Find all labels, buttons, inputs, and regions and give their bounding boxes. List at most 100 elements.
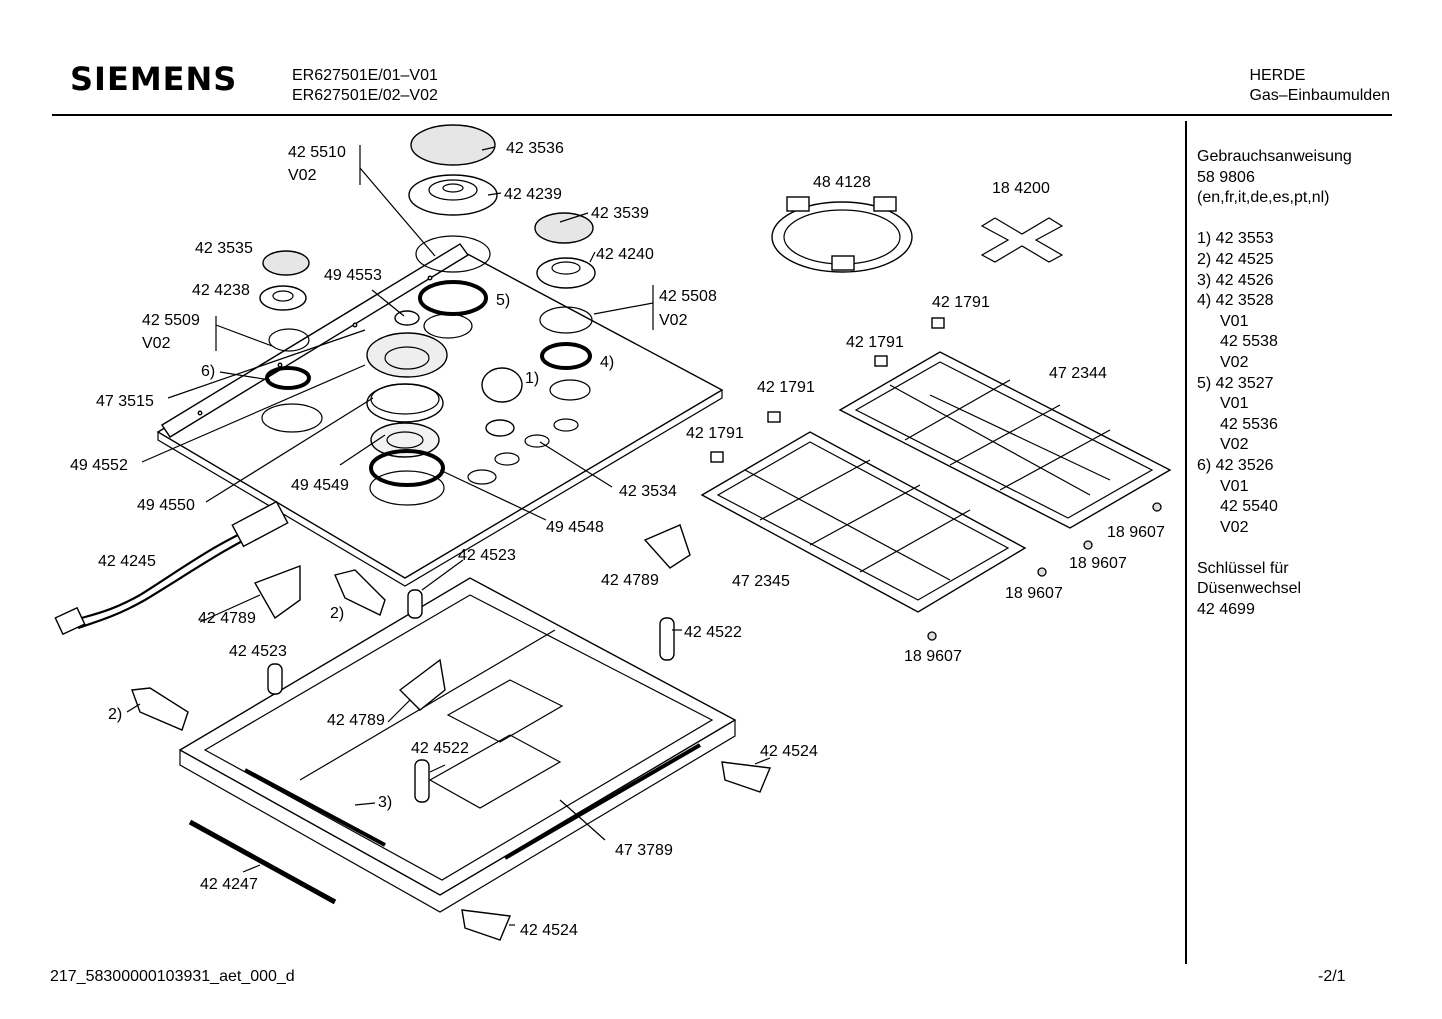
label-v02-b: V02 [659,312,688,329]
model-line-2: ER627501E/02–V02 [292,87,438,104]
footnote-5: 5) 42 3527 [1197,374,1274,392]
label-c6: 6) [201,363,215,380]
label-425510: 42 5510 [288,144,346,161]
category-line-1: HERDE [1249,67,1306,84]
label-494553: 49 4553 [324,267,382,284]
label-424524-b: 42 4524 [520,922,578,939]
sealing-strip [188,819,337,905]
document-id: 217_58300000103931_aet_000_d [50,968,295,985]
medium-burner-right [481,212,596,437]
footnote-6: 6) 42 3526 [1197,456,1274,474]
key-subtitle: Düsenwechsel [1197,580,1302,598]
label-494552: 49 4552 [70,457,128,474]
footnote-3: 3) 42 4526 [1197,271,1274,289]
sidebar-divider [1185,121,1187,964]
label-424789-c: 42 4789 [327,712,385,729]
label-423534: 42 3534 [619,483,677,500]
label-424524-a: 42 4524 [760,743,818,760]
label-421791-a: 42 1791 [932,294,990,311]
footnote-4-v02: V02 [1220,353,1249,371]
manual-info: Gebrauchsanweisung 58 9806 (en,fr,it,de,… [1197,147,1352,209]
label-c4: 4) [600,354,614,371]
label-425508: 42 5508 [659,288,717,305]
footnote-list: 1) 42 3553 2) 42 4525 3) 42 4526 4) 42 3… [1197,229,1352,538]
leader-lines [126,145,771,926]
label-v02-a: V02 [288,167,317,184]
label-472345: 47 2345 [732,573,790,590]
footnote-4: 4) 42 3528 [1197,292,1274,310]
footnote-4-v01: V01 [1220,312,1249,330]
label-424240: 42 4240 [596,246,654,263]
model-numbers: ER627501E/01–V01 ER627501E/02–V02 [292,66,438,106]
label-494549: 49 4549 [291,477,349,494]
footnote-2: 2) 42 4525 [1197,250,1274,268]
label-473515: 47 3515 [96,393,154,410]
brand-logo: SIEMENS [70,60,238,98]
manual-title: Gebrauchsanweisung [1197,148,1352,165]
label-c2-b: 2) [108,706,122,723]
footnote-6-v01: V01 [1220,477,1249,495]
label-424238: 42 4238 [192,282,250,299]
category-line-2: Gas–Einbaumulden [1249,87,1390,104]
label-189607-a: 18 9607 [1107,524,1165,541]
label-425509: 42 5509 [142,312,200,329]
key-info: Schlüssel für Düsenwechsel 42 4699 [1197,559,1352,621]
key-title: Schlüssel für [1197,559,1289,577]
label-424239: 42 4239 [504,186,562,203]
page-number: -2/1 [1318,968,1346,985]
wok-burner-stack [366,124,498,506]
wok-ring [771,196,913,273]
part-labels: 42 5510 V02 42 3536 42 4239 42 3539 42 3… [70,140,1165,939]
label-494548: 49 4548 [546,519,604,536]
label-424789-b: 42 4789 [198,610,256,627]
label-423536: 42 3536 [506,140,564,157]
footnote-5-v01: V01 [1220,395,1249,413]
label-424523-b: 42 4523 [229,643,287,660]
label-c2-a: 2) [330,605,344,622]
category: HERDE Gas–Einbaumulden [1249,66,1390,106]
label-473789: 47 3789 [615,842,673,859]
manual-languages: (en,fr,it,de,es,pt,nl) [1197,189,1330,207]
label-421791-d: 42 1791 [686,425,744,442]
manual-number: 58 9806 [1197,168,1255,186]
pan-grate-right [838,351,1172,529]
label-184200: 18 4200 [992,180,1050,197]
header-rule [52,114,1392,116]
base-tray [178,577,737,913]
adjustable-feet [267,589,675,803]
label-424789-a: 42 4789 [601,572,659,589]
label-v02-c: V02 [142,335,171,352]
parts-notes-sidebar: Gebrauchsanweisung 58 9806 (en,fr,it,de,… [1197,147,1352,621]
clamp-brackets [131,524,772,941]
label-189607-b: 18 9607 [1069,555,1127,572]
power-cable [54,500,289,636]
pan-grate-left [700,431,1027,613]
pan-support-pad [980,217,1064,263]
footnote-5-v02: V02 [1220,436,1249,454]
label-423535: 42 3535 [195,240,253,257]
label-c5: 5) [496,292,510,309]
label-472344: 47 2344 [1049,365,1107,382]
grate-rubber-feet [710,317,1162,641]
label-c1: 1) [525,370,539,387]
label-c3: 3) [378,794,392,811]
label-189607-c: 18 9607 [1005,585,1063,602]
key-number: 42 4699 [1197,601,1255,619]
label-424522-b: 42 4522 [411,740,469,757]
label-421791-c: 42 1791 [757,379,815,396]
label-423539: 42 3539 [591,205,649,222]
small-burner-left [259,250,311,390]
label-424247: 42 4247 [200,876,258,893]
cooktop-plate [156,243,724,587]
footnote-6-v02: V02 [1220,518,1249,536]
footnote-5-alt: 42 5536 [1220,415,1278,433]
label-424522-a: 42 4522 [684,624,742,641]
footnote-4-alt: 42 5538 [1220,333,1278,351]
label-189607-d: 18 9607 [904,648,962,665]
label-494550: 49 4550 [137,497,195,514]
label-424245: 42 4245 [98,553,156,570]
model-line-1: ER627501E/01–V01 [292,67,438,84]
label-424523-a: 42 4523 [458,547,516,564]
footnote-1: 1) 42 3553 [1197,230,1274,248]
